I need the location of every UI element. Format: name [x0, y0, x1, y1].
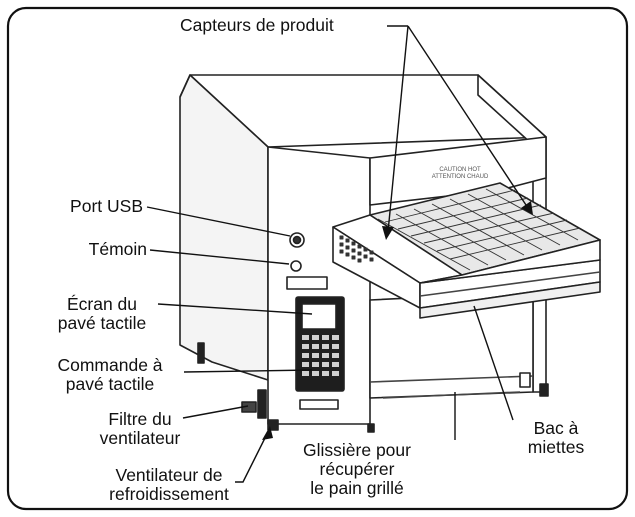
caution-text-2: ATTENTION CHAUD	[432, 174, 489, 180]
touch-screen	[301, 303, 337, 330]
label-fan-filter: Filtre du ventilateur	[92, 410, 188, 448]
leader-lines	[146, 25, 529, 483]
keypad-buttons	[302, 335, 339, 376]
label-fan-filter-line1: Filtre du	[108, 409, 172, 429]
label-product-sensors: Capteurs de produit	[180, 15, 334, 35]
bottom-label-plate	[299, 399, 339, 410]
label-toast-slide: Glissière pour récupérer le pain grillé	[282, 441, 432, 498]
chute-vents	[339, 235, 374, 263]
label-crumb-tray: Bac à miettes	[506, 419, 606, 457]
arrowheads	[262, 201, 533, 440]
label-toast-slide-line2: récupérer	[319, 459, 395, 479]
label-crumb-tray-line2: miettes	[527, 437, 585, 457]
label-keypad-line2: pavé tactile	[65, 374, 155, 394]
label-screen-line2: pavé tactile	[57, 313, 147, 333]
label-toast-slide-line1: Glissière pour	[303, 440, 411, 460]
label-cooling-fan-line1: Ventilateur de	[115, 465, 223, 485]
label-screen: Écran du pavé tactile	[46, 295, 158, 333]
label-keypad: Commande à pavé tactile	[36, 356, 184, 394]
label-cooling-fan: Ventilateur de refroidissement	[98, 466, 240, 504]
conveyor-grid	[377, 188, 581, 271]
indicator-light	[290, 260, 302, 272]
label-toast-slide-line3: le pain grillé	[310, 478, 404, 498]
caution-text-1: CAUTION HOT	[439, 167, 481, 173]
label-keypad-line1: Commande à	[57, 355, 163, 375]
toaster-illustration: CAUTION HOT ATTENTION CHAUD	[179, 74, 601, 433]
toaster-feet	[197, 342, 549, 433]
label-screen-line1: Écran du	[66, 294, 138, 314]
panel-label-plate	[286, 276, 328, 290]
label-indicator: Témoin	[88, 239, 147, 259]
label-crumb-tray-line1: Bac à	[533, 418, 579, 438]
crumb-tray	[419, 281, 601, 319]
label-fan-filter-line2: ventilateur	[99, 428, 181, 448]
label-usb-port: Port USB	[70, 196, 143, 216]
label-cooling-fan-line2: refroidissement	[109, 484, 229, 504]
